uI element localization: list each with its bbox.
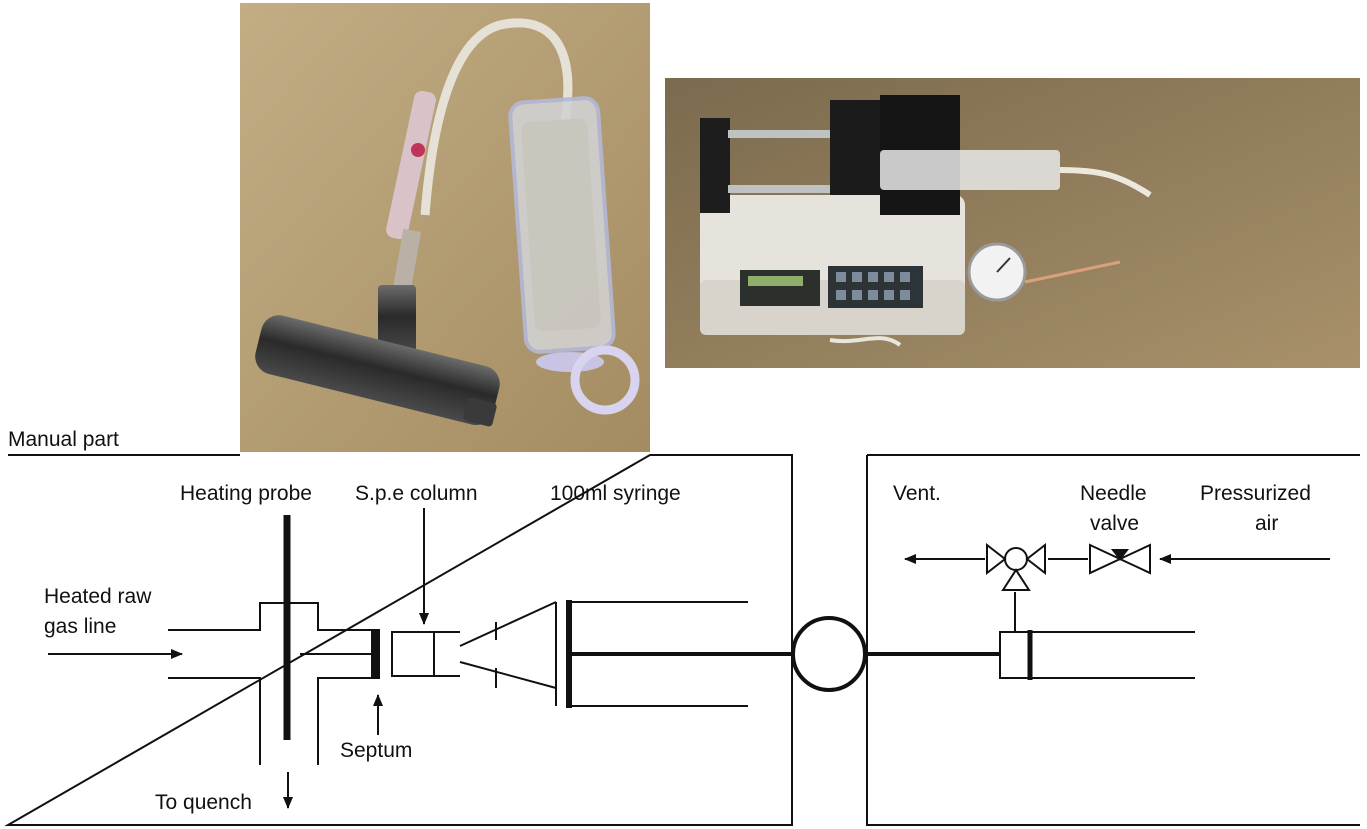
photo-syringe-pump xyxy=(665,78,1360,368)
label-pressurized-air-2: air xyxy=(1255,512,1278,535)
t-piece-lower-right-wall xyxy=(317,677,375,765)
three-way-valve xyxy=(986,542,1046,576)
automatic-part-frame xyxy=(866,454,1360,826)
manual-part-frame xyxy=(4,454,793,826)
syringe-funnel xyxy=(459,601,557,689)
label-heating-probe: Heating probe xyxy=(180,482,312,505)
label-manual-part: Manual part xyxy=(8,428,119,451)
t-piece-upper-wall xyxy=(168,602,375,631)
label-spe-column: S.p.e column xyxy=(355,482,478,505)
photo-manual-assembly xyxy=(240,3,650,452)
label-needle-valve-1: Needle xyxy=(1080,482,1147,505)
schematic xyxy=(4,454,1360,826)
label-pressurized-air-1: Pressurized xyxy=(1200,482,1311,505)
label-heated-raw-gas-line-1: Heated raw xyxy=(44,585,152,608)
syringe-barrel xyxy=(568,601,748,707)
label-to-quench: To quench xyxy=(155,791,252,814)
label-100ml-syringe: 100ml syringe xyxy=(550,482,681,505)
coupling xyxy=(791,616,867,692)
label-septum: Septum xyxy=(340,739,412,762)
septum xyxy=(371,629,380,679)
label-heated-raw-gas-line-2: gas line xyxy=(44,615,116,638)
label-vent: Vent. xyxy=(893,482,941,505)
label-needle-valve-2: valve xyxy=(1090,512,1139,535)
spe-column xyxy=(391,631,435,677)
t-piece-lower-left-wall xyxy=(168,677,261,765)
needle-valve xyxy=(1089,543,1151,575)
